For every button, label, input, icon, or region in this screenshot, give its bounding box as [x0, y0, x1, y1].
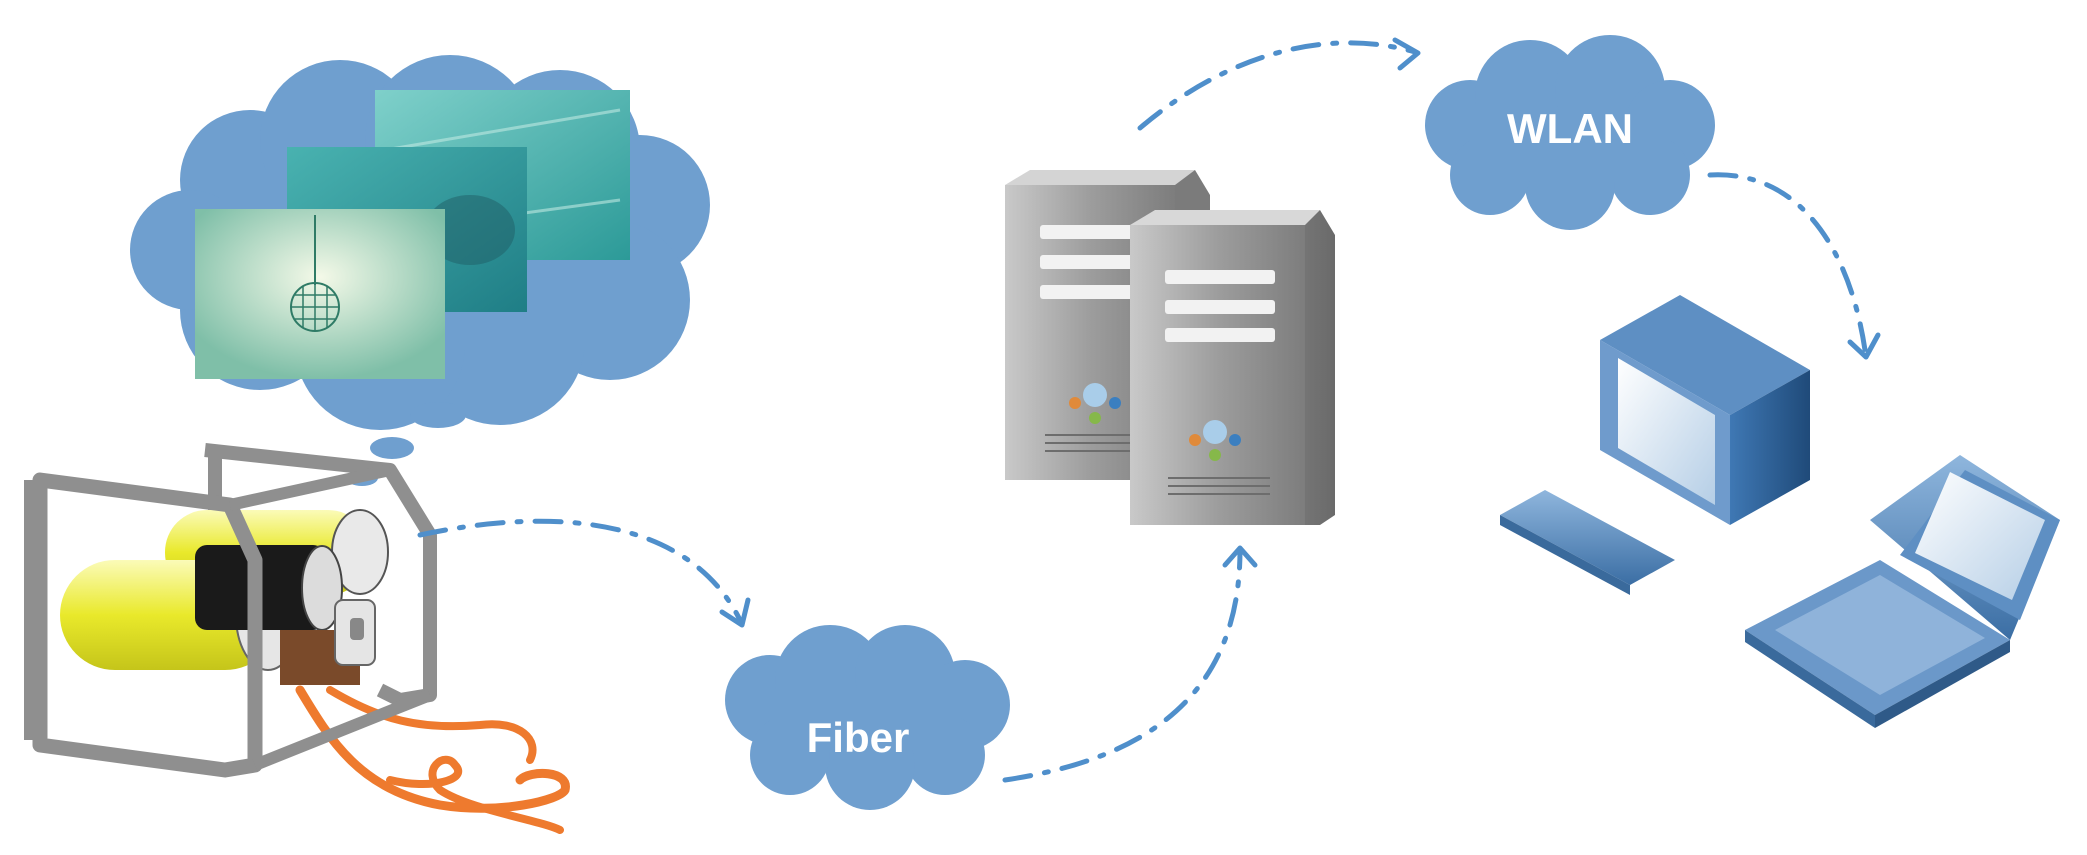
tether-cable [295, 685, 570, 813]
keyboard-icon [1500, 490, 1675, 595]
arrowhead-fiber [719, 597, 751, 628]
server-tower-icon [1005, 170, 1335, 525]
arrow-server-to-wlan [1137, 40, 1418, 131]
server-front [1130, 210, 1335, 525]
laptop-icon [1745, 455, 2060, 728]
underwater-rov-icon [24, 443, 570, 834]
arrowhead-computer [1847, 332, 1881, 360]
fiber-label: Fiber [807, 714, 910, 761]
wlan-label: WLAN [1507, 105, 1633, 152]
arrowhead-wlan [1392, 37, 1421, 71]
wlan-cloud: WLAN [1425, 35, 1715, 230]
desktop-computer-icon [1600, 295, 1810, 525]
arrow-wlan-to-computer [1707, 172, 1868, 353]
fiber-cloud: Fiber [725, 625, 1010, 810]
underwater-image-frames [195, 90, 630, 379]
arrowhead-server [1222, 545, 1258, 568]
dash-dot-arrow-icon [417, 40, 1868, 783]
arrow-rov-to-fiber [417, 518, 743, 623]
underwater-image-3 [195, 209, 445, 379]
arrow-fiber-to-server [1002, 547, 1243, 783]
